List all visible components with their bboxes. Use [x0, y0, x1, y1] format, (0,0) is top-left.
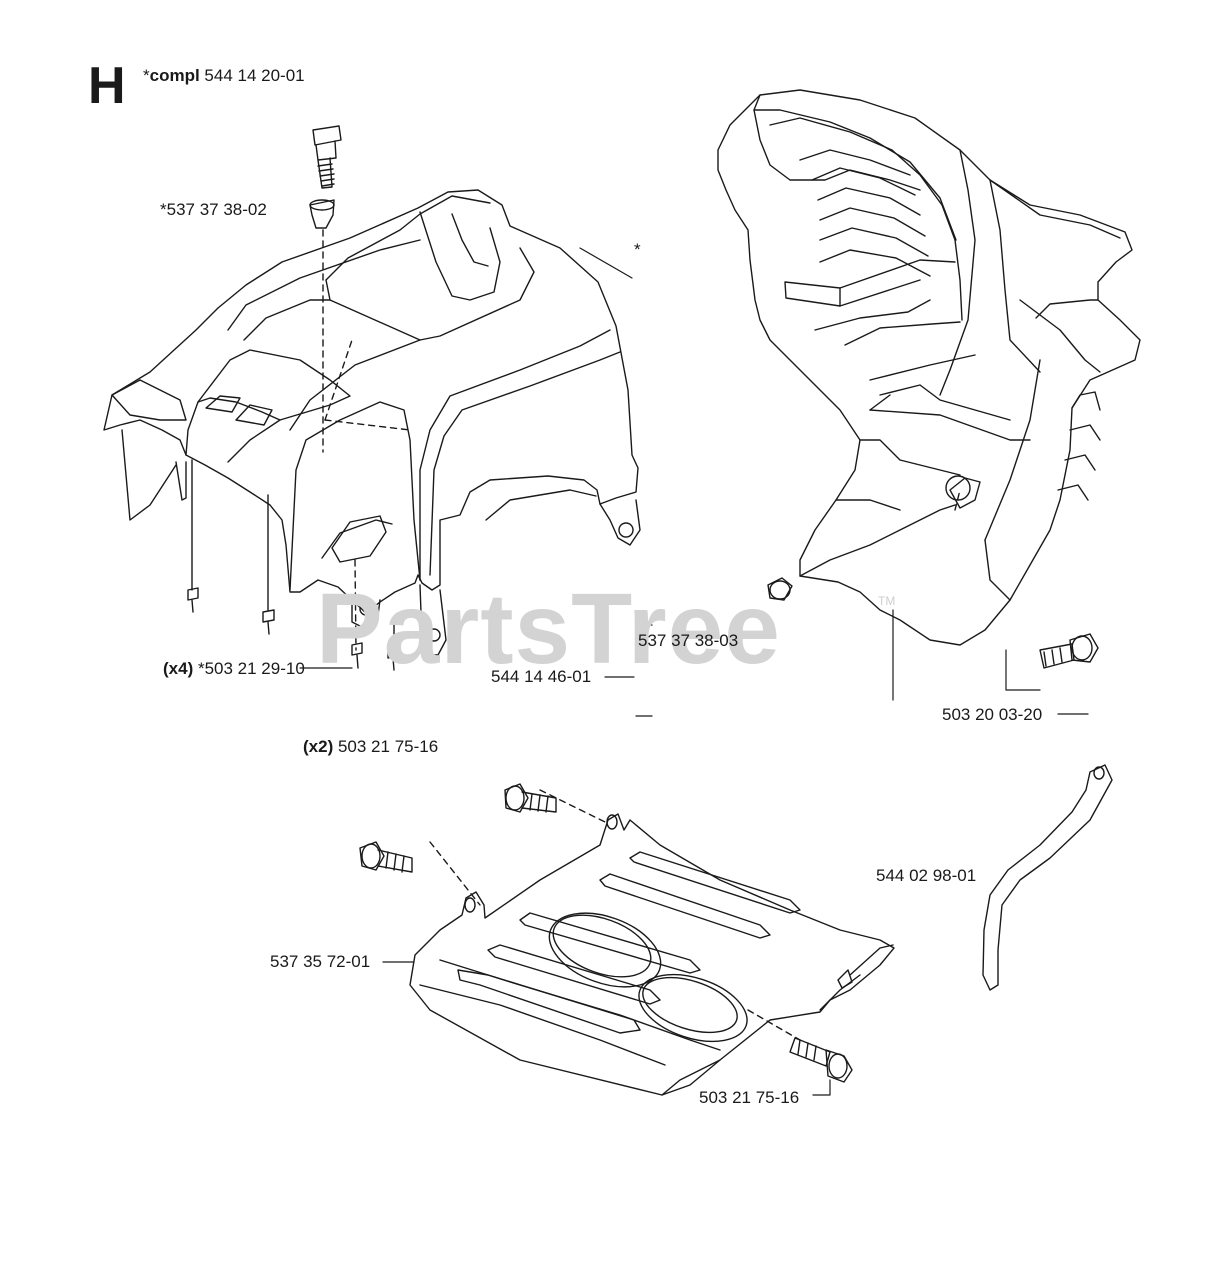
label-503-21-75-16-top-number: 503 21 75-16	[337, 737, 439, 756]
watermark-text: PartsTree	[316, 573, 781, 685]
cylinder-cover-drawing	[103, 189, 641, 656]
starter-housing-drawing	[717, 89, 1141, 646]
section-letter: H	[88, 57, 126, 115]
label-503-21-29-10-number: *503 21 29-10	[197, 659, 305, 678]
bolts-503-21-75-16-drawing	[359, 783, 853, 1083]
label-537-35-72-01: 537 35 72-01	[270, 952, 371, 971]
mounting-plate-drawing	[409, 813, 895, 1096]
watermark-trademark: TM	[878, 594, 896, 608]
qty-x2: (x2)	[303, 737, 334, 756]
strap-544-02-98-01-drawing	[982, 764, 1113, 991]
leader-lines	[299, 247, 1089, 1096]
label-503-21-75-16-bottom: 503 21 75-16	[699, 1088, 800, 1107]
screw-537-37-38-02-drawing	[309, 125, 342, 229]
bolt-503-20-03-20-drawing	[1039, 633, 1099, 669]
label-503-21-75-16-top: (x2) 503 21 75-16	[303, 737, 438, 757]
label-537-37-38-02: *537 37 38-02	[160, 200, 267, 219]
compl-prefix: *	[143, 66, 150, 85]
qty-x4: (x4)	[163, 659, 194, 678]
compl-number: 544 14 20-01	[204, 66, 305, 85]
star-marker-label: *	[634, 240, 641, 259]
label-544-14-46-01: 544 14 46-01	[491, 667, 592, 686]
label-503-21-29-10: (x4) *503 21 29-10	[163, 659, 305, 679]
label-503-20-03-20: 503 20 03-20	[942, 705, 1043, 724]
label-544-02-98-01: 544 02 98-01	[876, 866, 977, 885]
compl-label: *compl 544 14 20-01	[143, 66, 305, 86]
screws-503-21-29-10-drawing	[187, 459, 399, 671]
compl-word: compl	[149, 66, 200, 85]
label-537-37-38-03: 537 37 38-03	[638, 631, 739, 650]
